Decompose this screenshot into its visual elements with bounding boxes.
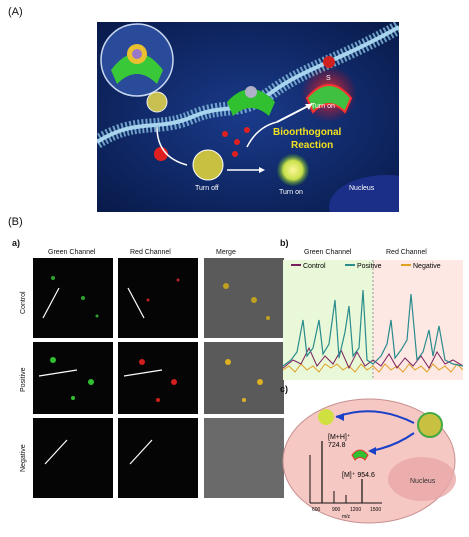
peak2-label: [M]⁺ 954.6 — [342, 472, 375, 479]
micrograph-positive-red-content — [123, 359, 177, 402]
micrograph-positive-red — [118, 342, 198, 414]
turn-off-label: Turn off — [195, 185, 219, 192]
row-label-control: Control — [20, 291, 27, 314]
mass-spec-cell-diagram: Nucleus [M+H]⁺ 724.8 [M]⁺ 954.6 600 900 … — [282, 395, 457, 525]
mass-spec-svg: Nucleus [M+H]⁺ 724.8 [M]⁺ 954.6 600 900 … — [282, 398, 456, 524]
micrograph-positive-green-content — [38, 357, 94, 400]
micrograph-control-red-content — [127, 278, 180, 319]
series-positive — [282, 289, 464, 367]
xtick-900: 900 — [332, 507, 341, 513]
sub-a-label: a) — [12, 238, 21, 248]
xtick-1500: 1500 — [370, 507, 381, 513]
reaction-label-line2: Reaction — [291, 140, 333, 151]
micrograph-positive-merge-content — [225, 359, 263, 402]
nucleus-label-a: Nucleus — [349, 185, 375, 192]
micrograph-negative-red — [118, 418, 198, 498]
row-label-positive: Positive — [20, 367, 27, 392]
col-header-red: Red Channel — [130, 249, 171, 256]
turn-on-bottom-label: Turn on — [279, 189, 303, 196]
section-title-red: Red Channel — [386, 249, 427, 256]
legend-positive: Positive — [357, 263, 382, 270]
sub-b-label: b) — [280, 238, 289, 248]
micrograph-control-merge-content — [223, 283, 270, 320]
sub-c-label: c) — [280, 384, 289, 394]
intensity-profile-svg: Control Positive Negative — [282, 260, 464, 380]
micrograph-positive-green — [33, 342, 113, 414]
peak1-label: [M+H]⁺ — [328, 434, 351, 441]
micrograph-negative-green-content — [44, 439, 68, 465]
section-title-green: Green Channel — [304, 249, 352, 256]
micrograph-control-merge — [204, 258, 284, 338]
intensity-profile-plot: Control Positive Negative — [282, 260, 464, 380]
legend-control: Control — [303, 263, 326, 270]
micrograph-positive-merge — [204, 342, 284, 414]
micrograph-negative-red-content — [129, 439, 153, 465]
micrograph-control-green — [33, 258, 113, 338]
xlabel: m/z — [342, 514, 351, 520]
micrograph-negative-merge — [204, 418, 284, 498]
xtick-600: 600 — [312, 507, 321, 513]
sulfur-label: S — [326, 75, 331, 82]
row-label-negative: Negative — [20, 444, 27, 472]
series-negative — [282, 363, 464, 373]
panel-a-label: (A) — [8, 6, 23, 18]
col-header-green: Green Channel — [48, 249, 96, 256]
series-control — [282, 346, 464, 370]
peak1-value: 724.8 — [328, 442, 346, 449]
nucleus-label-c: Nucleus — [410, 478, 436, 485]
mechanism-scene: S Nucleus Bioorthogonal Reaction Turn on… — [93, 20, 445, 239]
reaction-label-line1: Bioorthogonal — [273, 127, 342, 138]
micrograph-negative-green — [33, 418, 113, 498]
col-header-merge: Merge — [216, 249, 236, 256]
micrograph-control-green-content — [42, 276, 99, 319]
turn-on-top-label: Turn on — [311, 103, 335, 110]
micrograph-control-red — [118, 258, 198, 338]
mechanism-illustration: S Nucleus Bioorthogonal Reaction Turn on… — [93, 20, 445, 239]
xtick-1200: 1200 — [350, 507, 361, 513]
legend-negative: Negative — [413, 263, 441, 270]
panel-b-label: (B) — [8, 216, 23, 228]
